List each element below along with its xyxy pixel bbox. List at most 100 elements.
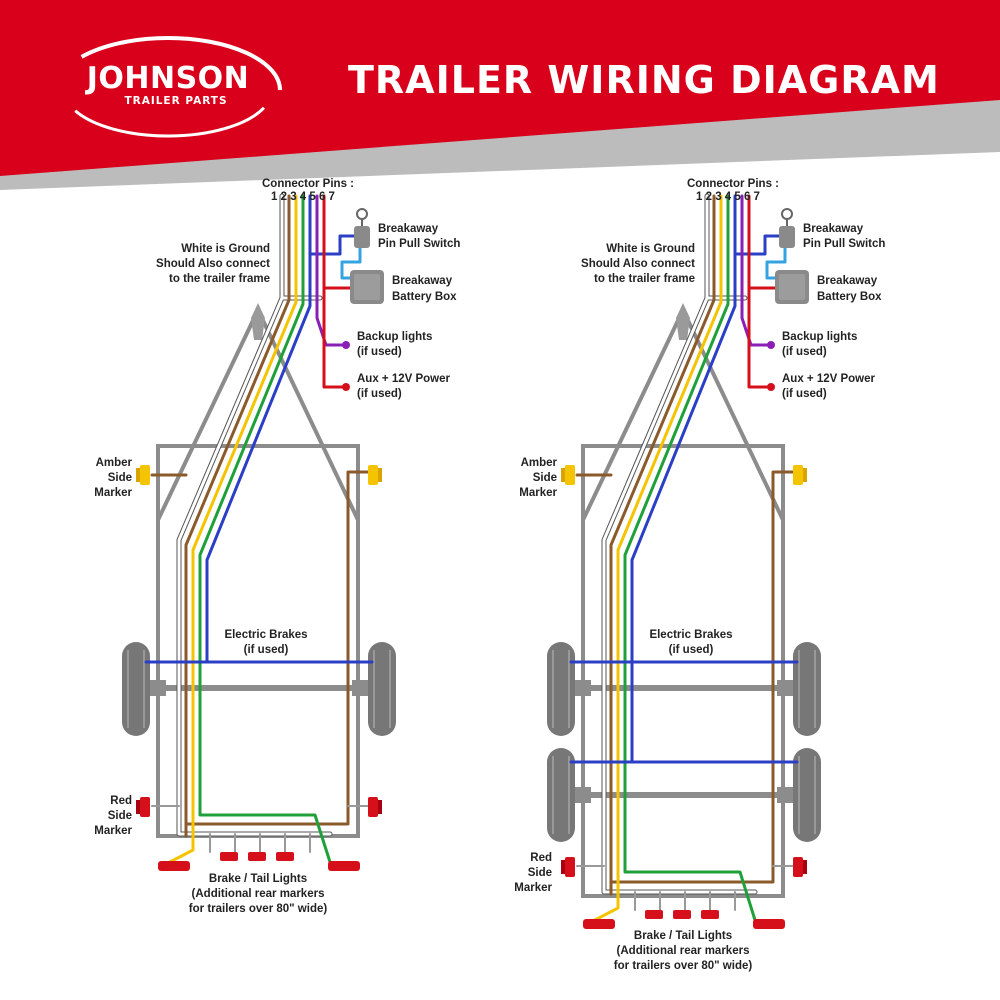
- ground-note-line-2: Should Also connect: [156, 258, 270, 270]
- tail-lights-label: Brake / Tail Lights (Additional rear mar…: [614, 930, 753, 972]
- tail-lights-line-1: Brake / Tail Lights: [634, 930, 732, 942]
- wire-green: [623, 194, 757, 922]
- breakaway-battery-label: Breakaway Battery Box: [392, 275, 457, 303]
- rear-marker-3: [276, 852, 294, 861]
- tires: [547, 642, 821, 842]
- right-hub: [352, 680, 368, 696]
- left-tire: [122, 642, 150, 736]
- ground-note-line-2: Should Also connect: [581, 258, 695, 270]
- wire-red: [747, 194, 777, 389]
- breakaway-battery-line-2: Battery Box: [392, 291, 457, 303]
- red-marker-line-1: Red: [530, 852, 552, 864]
- rear-marker-1: [220, 852, 238, 861]
- tail-lights-line-1: Brake / Tail Lights: [209, 873, 307, 885]
- trailer-hitch: [676, 303, 690, 340]
- trailer-frame: [156, 309, 360, 838]
- red-marker-lights: [136, 797, 382, 817]
- wire-brown: [150, 194, 374, 838]
- left-hub: [150, 680, 166, 696]
- trailer-frame: [581, 309, 785, 898]
- johnson-logo: JOHNSON TRAILER PARTS: [54, 36, 282, 144]
- backup-lights-label: Backup lights (if used): [782, 331, 857, 358]
- pin-numbers: 1 2 3 4 5 6 7: [271, 191, 335, 203]
- tail-light-right: [753, 919, 785, 929]
- electric-brakes-label: Electric Brakes (if used): [224, 629, 307, 656]
- connector-pins-label: Connector Pins :: [687, 178, 779, 190]
- tail-lights-line-3: for trailers over 80" wide): [614, 960, 753, 972]
- right-tire: [368, 642, 396, 736]
- pin-numbers: 1 2 3 4 5 6 7: [696, 191, 760, 203]
- amber-marker-line-3: Marker: [519, 487, 557, 499]
- tires: [122, 642, 396, 736]
- electric-brakes-line-1: Electric Brakes: [649, 629, 732, 641]
- connector-pins-label: Connector Pins :: [262, 178, 354, 190]
- tail-lights: [583, 910, 785, 929]
- breakaway-battery-line-2: Battery Box: [817, 291, 882, 303]
- logo-brand-name: JOHNSON: [85, 61, 250, 96]
- amber-marker-left: [140, 465, 150, 485]
- wire-brown: [575, 194, 799, 896]
- ground-note: White is Ground Should Also connect to t…: [581, 243, 695, 285]
- amber-marker-line-2: Side: [108, 472, 132, 484]
- breakaway-switch-line-1: Breakaway: [378, 223, 439, 235]
- electric-brakes-line-1: Electric Brakes: [224, 629, 307, 641]
- amber-marker-line-2: Side: [533, 472, 557, 484]
- tail-light-left: [158, 861, 190, 871]
- front-left-tire: [547, 642, 575, 736]
- ground-note-line-1: White is Ground: [606, 243, 695, 255]
- backup-dot: [342, 341, 350, 349]
- header-banner: [0, 0, 1000, 190]
- rear-marker-3: [701, 910, 719, 919]
- wire-yellow: [593, 194, 723, 922]
- ground-note-line-1: White is Ground: [181, 243, 270, 255]
- wire-breakaway: [765, 246, 787, 280]
- trailer-hitch: [251, 303, 265, 340]
- red-marker-line-2: Side: [108, 810, 132, 822]
- wire-red: [322, 194, 352, 389]
- wire-purple: [315, 194, 347, 347]
- amber-marker-left: [565, 465, 575, 485]
- backup-lights-line-2: (if used): [357, 346, 402, 358]
- backup-lights-line-1: Backup lights: [782, 331, 857, 343]
- red-marker-right: [368, 797, 378, 817]
- wire-white: [602, 194, 757, 894]
- backup-dot: [767, 341, 775, 349]
- aux-dot: [342, 383, 350, 391]
- amber-marker-line-1: Amber: [96, 457, 133, 469]
- breakaway-battery-icon: [775, 270, 809, 304]
- logo-swoosh-top: [54, 36, 282, 144]
- amber-marker-right: [793, 465, 803, 485]
- rear-marker-1: [645, 910, 663, 919]
- breakaway-switch-icon: [779, 208, 795, 248]
- wire-breakaway: [340, 246, 362, 280]
- tandem-axle-diagram: Connector Pins : 1 2 3 4 5 6 7 White is …: [514, 178, 885, 972]
- electric-brakes-line-2: (if used): [244, 644, 289, 656]
- wire-green: [198, 194, 332, 864]
- rear-marker-2: [673, 910, 691, 919]
- wire-white: [176, 193, 333, 837]
- breakaway-switch-line-2: Pin Pull Switch: [378, 238, 460, 250]
- aux-power-line-2: (if used): [782, 388, 827, 400]
- wire-blue: [569, 194, 799, 764]
- backup-lights-line-2: (if used): [782, 346, 827, 358]
- wire-harness: [144, 193, 374, 864]
- wire-harness: [569, 193, 799, 922]
- red-marker-right: [793, 857, 803, 877]
- logo-swoosh-bottom: [62, 42, 274, 138]
- amber-marker-lights: [136, 465, 382, 485]
- wire-yellow: [168, 194, 298, 864]
- breakaway-battery-line-1: Breakaway: [392, 275, 453, 287]
- aux-power-line-1: Aux + 12V Power: [782, 373, 876, 385]
- wire-rear-drops: [209, 833, 311, 853]
- breakaway-switch-line-1: Breakaway: [803, 223, 864, 235]
- breakaway-battery-label: Breakaway Battery Box: [817, 275, 882, 303]
- tail-lights-line-2: (Additional rear markers: [617, 945, 750, 957]
- red-marker-label: Red Side Marker: [94, 795, 132, 837]
- tail-light-right: [328, 861, 360, 871]
- breakaway-switch-icon: [354, 208, 370, 248]
- backup-lights-line-1: Backup lights: [357, 331, 432, 343]
- page-title: TRAILER WIRING DIAGRAM: [348, 58, 940, 102]
- red-marker-line-1: Red: [110, 795, 132, 807]
- amber-marker-right: [368, 465, 378, 485]
- aux-power-label: Aux + 12V Power (if used): [782, 373, 876, 400]
